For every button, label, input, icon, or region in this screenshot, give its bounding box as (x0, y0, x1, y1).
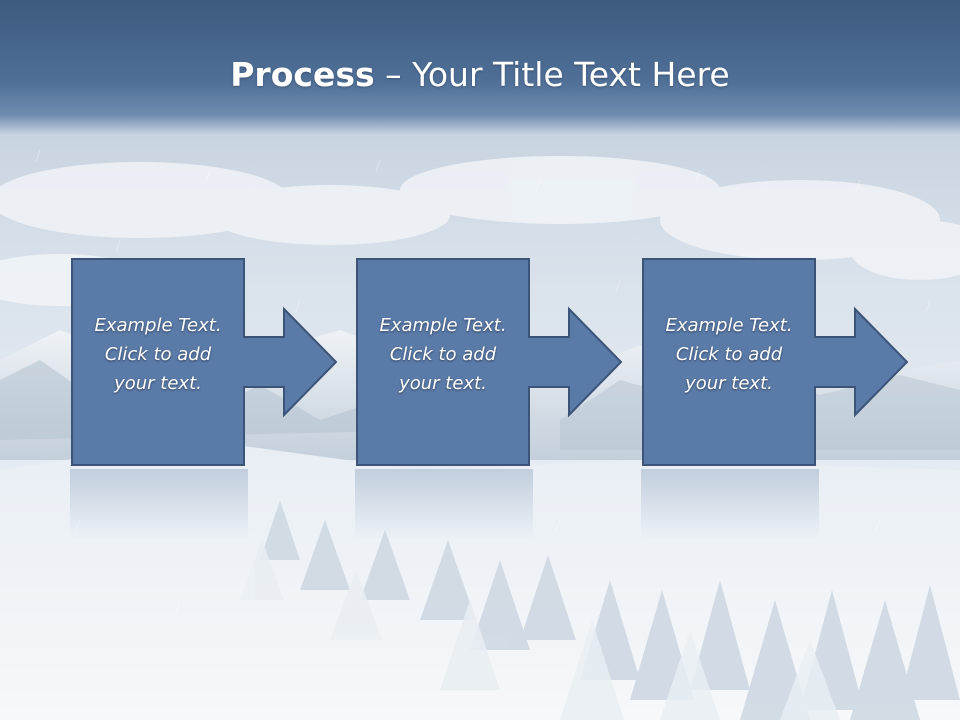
process-step-1[interactable]: Example Text. Click to add your text. (70, 257, 410, 539)
step-3-text[interactable]: Example Text. Click to add your text. (645, 311, 813, 398)
slide-title[interactable]: Process – Your Title Text Here (0, 52, 960, 98)
step-2-reflection (355, 469, 533, 539)
step-1-reflection (70, 469, 248, 539)
step-1-text[interactable]: Example Text. Click to add your text. (74, 311, 242, 398)
step-1-line-2: Click to add (104, 344, 212, 365)
process-step-2[interactable]: Example Text. Click to add your text. (355, 257, 695, 539)
step-2-line-3: your text. (399, 373, 487, 394)
step-2-text[interactable]: Example Text. Click to add your text. (359, 311, 527, 398)
step-2-line-2: Click to add (389, 344, 497, 365)
step-1-line-3: your text. (114, 373, 202, 394)
step-2-line-1: Example Text. (379, 315, 507, 336)
step-3-box-arrow (642, 258, 909, 466)
step-1-box-arrow (71, 258, 338, 466)
step-3-line-1: Example Text. (665, 315, 793, 336)
title-bold-text: Process (230, 55, 375, 94)
step-1-line-1: Example Text. (94, 315, 222, 336)
process-step-3[interactable]: Example Text. Click to add your text. (641, 257, 960, 539)
step-3-line-3: your text. (685, 373, 773, 394)
step-2-box-arrow (356, 258, 623, 466)
title-band (0, 0, 960, 135)
title-rest-text: – Your Title Text Here (374, 55, 730, 94)
step-3-reflection (641, 469, 819, 539)
step-3-line-2: Click to add (675, 344, 783, 365)
